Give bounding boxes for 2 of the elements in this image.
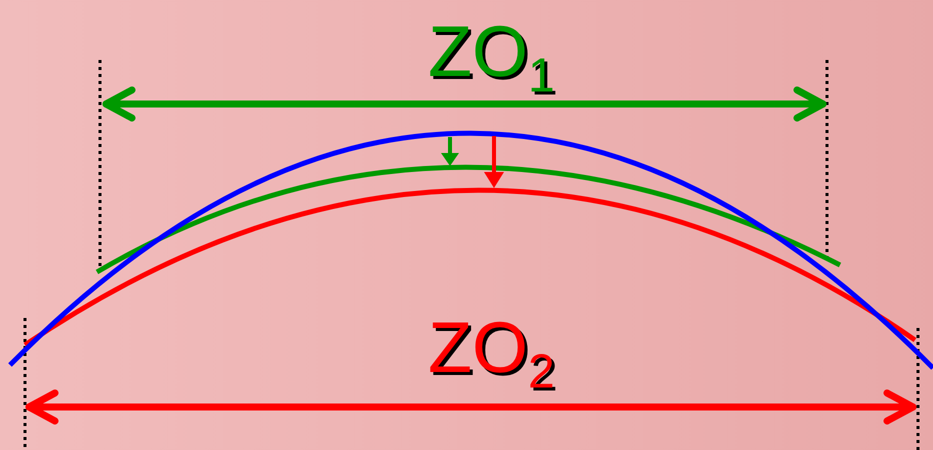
zone-label: ZO$_{2}$ [428, 312, 555, 396]
zone-label: ZO$_{1}$ [428, 16, 555, 100]
